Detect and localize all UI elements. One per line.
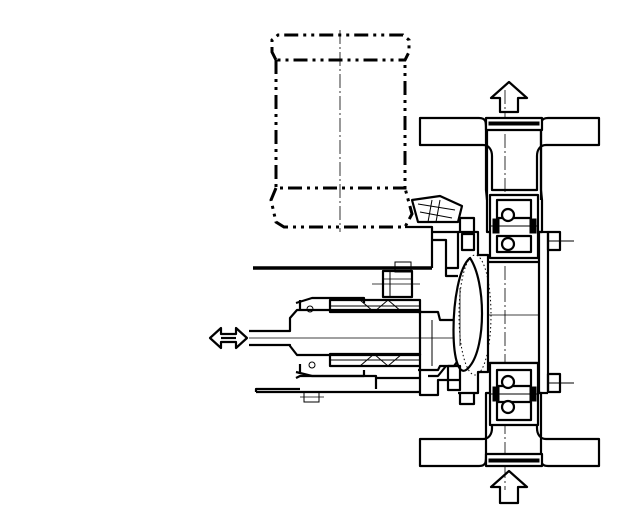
lower-check-valve <box>488 361 540 427</box>
drive-body <box>253 225 460 403</box>
screw-block-upper <box>372 269 420 299</box>
diaphragm <box>452 254 492 376</box>
discharge-arrow-icon <box>489 80 529 114</box>
piston-rod <box>249 296 470 378</box>
lower-body-frame <box>295 365 447 379</box>
suction-flange <box>418 391 601 468</box>
head-bolt-upper <box>546 230 574 252</box>
suction-arrow-icon <box>489 469 529 505</box>
stroke-double-arrow-icon <box>208 326 249 350</box>
upper-check-valve <box>488 193 540 260</box>
head-bolt-lower <box>546 372 574 394</box>
head-bolt-left <box>446 232 476 392</box>
discharge-flange <box>418 116 601 234</box>
gear-housing <box>410 194 464 224</box>
motor-outline <box>269 30 414 232</box>
